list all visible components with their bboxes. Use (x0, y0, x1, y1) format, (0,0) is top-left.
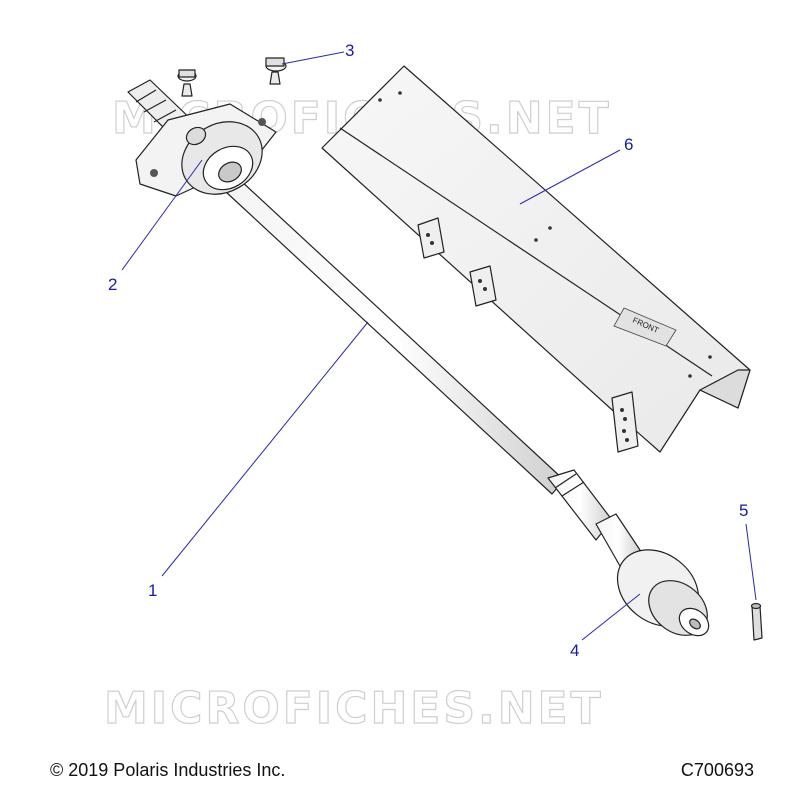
bolt-left (177, 69, 197, 97)
callout-4: 4 (570, 641, 579, 660)
roll-pin (750, 602, 763, 641)
callout-5: 5 (739, 501, 748, 520)
catalog-number: C700693 (680, 760, 754, 780)
callout-6: 6 (624, 135, 633, 154)
copyright-notice: © 2019 Polaris Industries Inc. (50, 760, 286, 780)
carrier-bearing (127, 79, 277, 197)
mounting-bolts (177, 57, 287, 97)
shaft-coupler (616, 549, 710, 637)
drive-shaft (225, 179, 641, 567)
callout-2: 2 (108, 275, 117, 294)
leader-lines (121, 51, 757, 641)
bolt-right (265, 57, 287, 85)
watermark-bottom: MICROFICHES.NET (104, 683, 604, 734)
callout-1: 1 (148, 581, 157, 600)
drive-shaft-guard: FRONT (321, 65, 751, 453)
front-decal: FRONT (613, 307, 677, 347)
callout-3: 3 (345, 41, 354, 60)
